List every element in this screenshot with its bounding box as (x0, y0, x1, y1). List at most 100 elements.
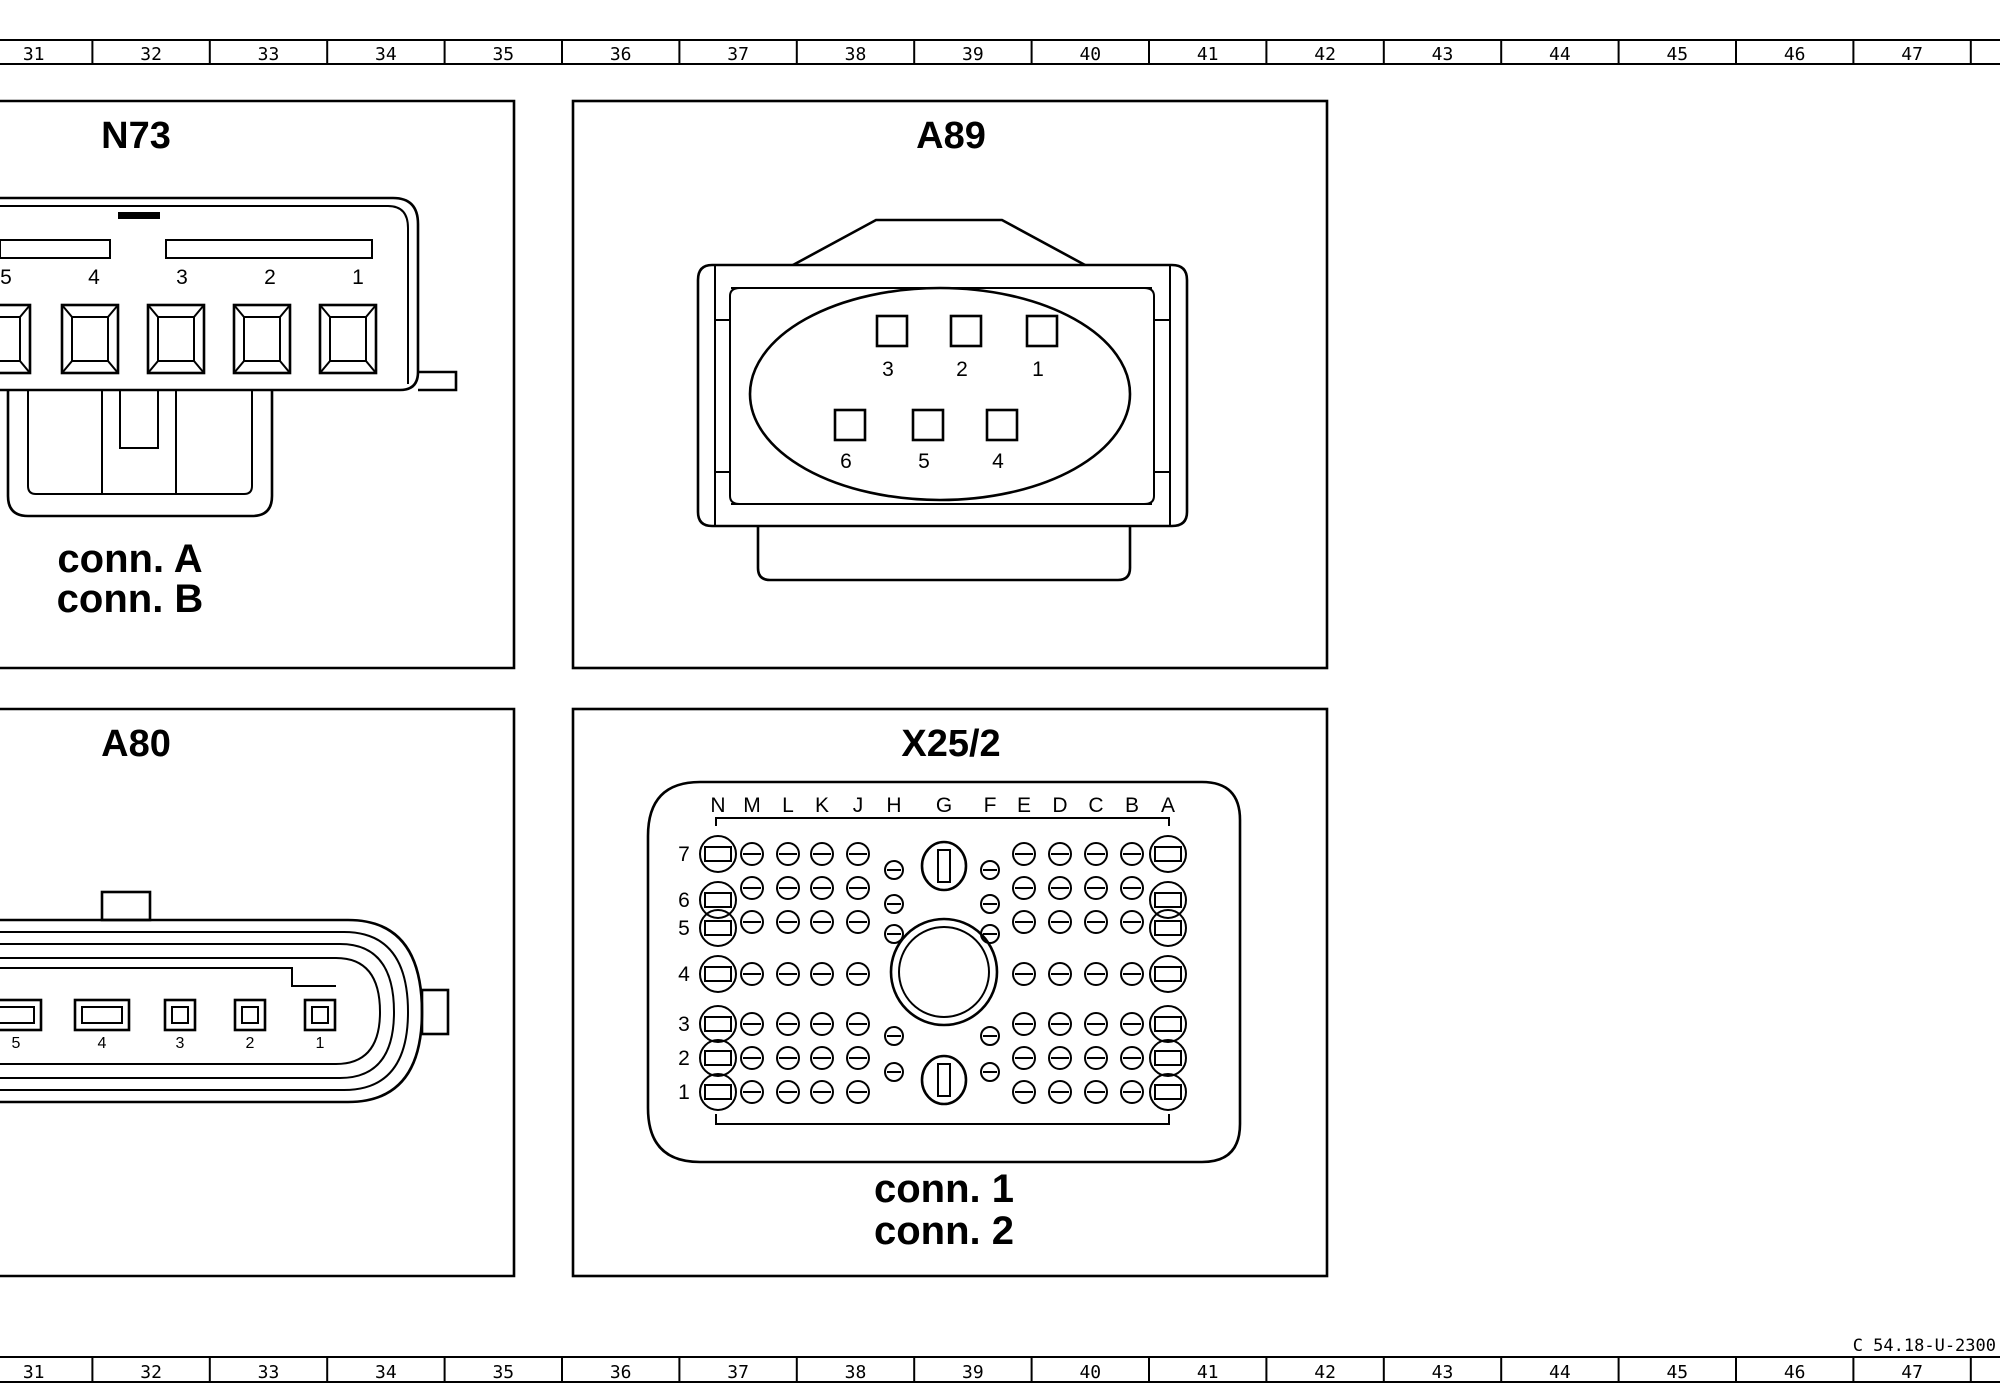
coding-pin (920, 1054, 968, 1106)
pin-contact (1012, 842, 1036, 866)
pin-cavity (985, 408, 1019, 442)
ruler-label: 45 (1666, 1362, 1688, 1383)
pin-contact (776, 842, 800, 866)
pin-number: 1 (352, 266, 364, 289)
pin-contact-mark (704, 966, 732, 982)
pin-cavity (163, 998, 197, 1032)
pin-contact (740, 962, 764, 986)
pin-contact (1012, 1046, 1036, 1070)
ruler-label: 31 (23, 1362, 45, 1383)
pin-cavity (0, 998, 43, 1032)
pin-cavity (303, 998, 337, 1032)
pin-cavity-bevel (319, 304, 377, 374)
pin-contact-large (699, 1005, 737, 1043)
pin-cavity-inner (243, 316, 281, 362)
pin-number: 6 (840, 450, 852, 473)
pin-contact (1048, 962, 1072, 986)
pin-contact (1120, 876, 1144, 900)
pin-cavity-inner (81, 1006, 123, 1024)
pin-contact (1048, 1012, 1072, 1036)
pin-cavity-bevel (19, 304, 31, 374)
pin-contact-large (1149, 909, 1187, 947)
pin-number: 2 (956, 358, 968, 381)
pin-contact (776, 1046, 800, 1070)
panel-title-a80: A80 (101, 723, 171, 765)
pin-number: 3 (882, 358, 894, 381)
pin-cavity-inner (171, 1006, 189, 1024)
pin-contact (1120, 1012, 1144, 1036)
pin-contact (740, 1046, 764, 1070)
ruler-label: 45 (1666, 44, 1688, 65)
pin-cavity-bevel (61, 304, 119, 374)
row-label: 6 (678, 889, 690, 912)
conn-a-label: conn. A (57, 537, 202, 581)
ruler-label: 40 (1079, 44, 1101, 65)
pin-contact (980, 1026, 1000, 1046)
pin-cavity-inner (71, 316, 109, 362)
ruler-label: 42 (1314, 44, 1336, 65)
column-label: G (936, 794, 952, 817)
pin-cavity (232, 303, 292, 375)
pin-contact (740, 876, 764, 900)
pin-contact (810, 962, 834, 986)
ruler-label: 32 (140, 1362, 162, 1383)
pin-contact-mark (1154, 1084, 1182, 1100)
ruler-label: 39 (962, 44, 984, 65)
column-label: C (1088, 794, 1103, 817)
pin-contact-large (1149, 955, 1187, 993)
pin-contact (776, 876, 800, 900)
row-label: 5 (678, 917, 690, 940)
pin-number: 5 (12, 1035, 21, 1052)
pin-contact (846, 842, 870, 866)
column-label: D (1052, 794, 1067, 817)
pin-contact (1012, 876, 1036, 900)
pin-contact (884, 860, 904, 880)
pin-contact (1120, 842, 1144, 866)
pin-cavity (0, 303, 32, 375)
pin-cavity-inner (157, 316, 195, 362)
pin-contact (884, 924, 904, 944)
pin-cavity (833, 408, 867, 442)
conn-b-label: conn. B (57, 577, 204, 621)
pin-contact (846, 910, 870, 934)
panel-title-a89: A89 (916, 115, 986, 157)
pin-contact-large (1149, 1005, 1187, 1043)
pin-cavity-inner (0, 316, 21, 362)
column-label: A (1161, 794, 1175, 817)
pin-contact (1012, 910, 1036, 934)
conn-1-label: conn. 1 (874, 1167, 1014, 1211)
pin-contact-large (1149, 1073, 1187, 1111)
column-label: E (1017, 794, 1031, 817)
pin-contact (740, 1012, 764, 1036)
ruler-label: 39 (962, 1362, 984, 1383)
pin-contact (1084, 962, 1108, 986)
pin-cavity-inner (241, 1006, 259, 1024)
pin-cavity (318, 303, 378, 375)
ruler-label: 32 (140, 44, 162, 65)
column-label: J (853, 794, 864, 817)
pin-contact (1120, 910, 1144, 934)
pin-contact (1084, 910, 1108, 934)
ruler-label: 36 (610, 1362, 632, 1383)
pin-contact (810, 1012, 834, 1036)
pin-contact (846, 876, 870, 900)
pin-contact (810, 1046, 834, 1070)
pin-contact (1084, 876, 1108, 900)
ruler-label: 47 (1901, 1362, 1923, 1383)
pin-contact-large (699, 909, 737, 947)
pin-contact (810, 842, 834, 866)
pin-cavity (60, 303, 120, 375)
pin-cavity (233, 998, 267, 1032)
pin-number: 4 (88, 266, 100, 289)
ruler-label: 38 (845, 1362, 867, 1383)
pin-contact (740, 842, 764, 866)
pin-contact-mark (704, 1050, 732, 1066)
column-label: H (886, 794, 901, 817)
pin-contact (980, 894, 1000, 914)
